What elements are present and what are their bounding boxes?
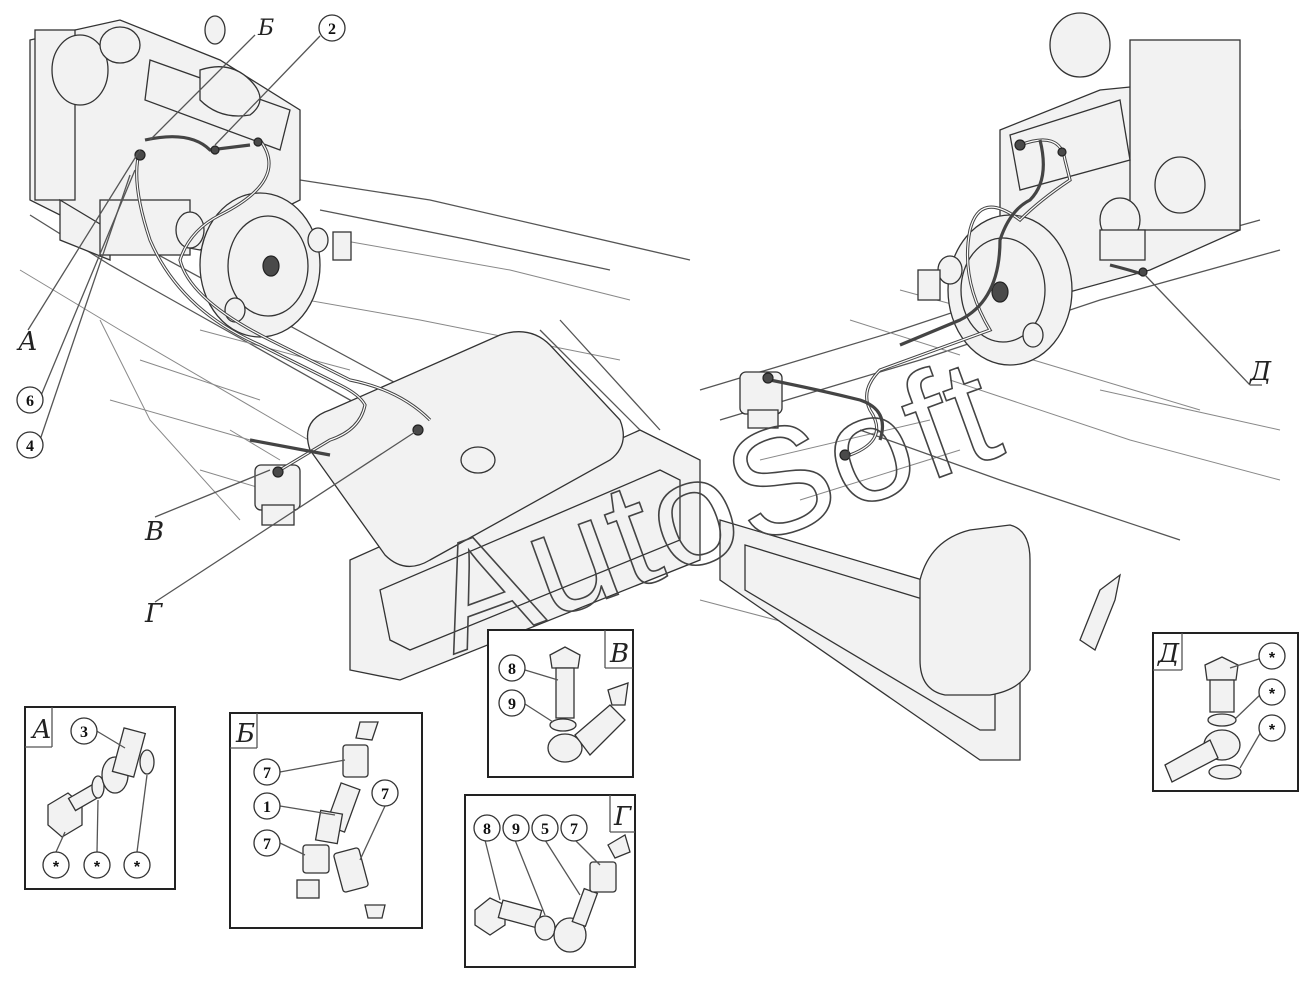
- left-rear-crossmember: [349, 319, 701, 681]
- detail-D-star-2: *: [1258, 678, 1286, 706]
- label-G: Г: [144, 599, 163, 629]
- label-V: В: [144, 517, 164, 547]
- detail-D-star-3: *: [1258, 714, 1286, 742]
- callout-2: 2: [318, 14, 346, 42]
- right-fuel-filter: [739, 371, 783, 429]
- callout-4-number: 4: [26, 438, 34, 455]
- callout-V-9: 9: [498, 689, 526, 717]
- callout-V-8-number: 8: [508, 661, 516, 678]
- detail-A-parts: [47, 727, 155, 838]
- callout-B-7c-number: 7: [381, 786, 389, 803]
- detail-A-star-2-text: *: [94, 859, 101, 876]
- detail-A: А 3 * * *: [24, 706, 176, 890]
- detail-D: Д * * *: [1152, 632, 1299, 792]
- left-engine: [29, 15, 301, 261]
- callout-B-7c: 7: [371, 779, 399, 807]
- detail-G-parts: [474, 834, 631, 953]
- detail-A-star-1: *: [42, 851, 70, 879]
- callout-3-number: 3: [80, 724, 88, 741]
- detail-D-title: Д: [1157, 639, 1180, 669]
- label-A: А: [16, 327, 38, 357]
- detail-A-star-2: *: [83, 851, 111, 879]
- detail-B-parts: [296, 721, 386, 919]
- callout-G-9: 9: [502, 814, 530, 842]
- detail-G: Г 8 9 5 7: [464, 794, 636, 968]
- detail-A-title: А: [30, 715, 52, 745]
- left-leader-lines: [27, 34, 416, 603]
- callout-G-9-number: 9: [512, 821, 520, 838]
- callout-B-1: 1: [253, 792, 281, 820]
- detail-A-star-3-text: *: [134, 859, 141, 876]
- detail-D-parts: [1164, 656, 1242, 783]
- callout-3: 3: [70, 717, 98, 745]
- left-flywheel: [175, 192, 352, 338]
- detail-G-title: Г: [613, 802, 632, 832]
- callout-6: 6: [16, 386, 44, 414]
- detail-D-star-2-text: *: [1269, 686, 1276, 703]
- left-assembly-view: А Б В Г 2 6 4: [16, 14, 701, 681]
- callout-G-5: 5: [531, 814, 559, 842]
- callout-G-8-number: 8: [483, 821, 491, 838]
- detail-D-star-1: *: [1258, 642, 1286, 670]
- callout-G-8: 8: [473, 814, 501, 842]
- callout-B-1-number: 1: [263, 799, 271, 816]
- callout-B-7a-number: 7: [263, 765, 271, 782]
- right-assembly-view: Д: [699, 12, 1281, 761]
- left-fuel-lines: [134, 135, 432, 478]
- detail-B-title: Б: [235, 719, 255, 749]
- detail-V-title: В: [609, 639, 629, 669]
- detail-D-star-3-text: *: [1269, 722, 1276, 739]
- right-leader-lines: [1144, 274, 1262, 386]
- callout-6-number: 6: [26, 393, 34, 410]
- callout-2-number: 2: [328, 21, 336, 38]
- label-D: Д: [1249, 357, 1272, 387]
- right-fuel-tank: [919, 524, 1121, 696]
- right-fuel-lines: [762, 138, 1148, 461]
- label-B: Б: [257, 16, 274, 41]
- callout-B-7a: 7: [253, 758, 281, 786]
- detail-A-star-1-text: *: [53, 859, 60, 876]
- detail-D-star-1-text: *: [1269, 650, 1276, 667]
- callout-V-9-number: 9: [508, 696, 516, 713]
- callout-V-8: 8: [498, 654, 526, 682]
- detail-B: Б 7 1 7 7: [229, 712, 423, 929]
- left-fuel-filter: [254, 464, 301, 526]
- detail-V: В 8 9: [487, 629, 634, 778]
- detail-V-parts: [547, 646, 629, 763]
- callout-G-7-number: 7: [570, 821, 578, 838]
- callout-B-7b: 7: [253, 829, 281, 857]
- callout-4: 4: [16, 431, 44, 459]
- callout-G-5-number: 5: [541, 821, 549, 838]
- callout-G-7: 7: [560, 814, 588, 842]
- callout-B-7b-number: 7: [263, 836, 271, 853]
- detail-A-star-3: *: [123, 851, 151, 879]
